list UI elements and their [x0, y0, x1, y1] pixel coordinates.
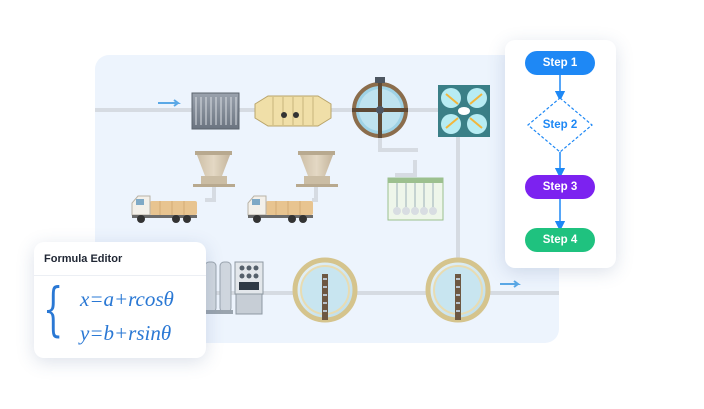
step-1-node[interactable] — [525, 51, 595, 75]
sludge-truck — [131, 195, 197, 223]
step-4-label: Step 4 — [542, 234, 578, 246]
flow-arrow-icon — [158, 99, 181, 107]
bar-screen — [191, 92, 240, 130]
flow-arrow-icon — [500, 280, 521, 288]
left-brace-icon: { — [43, 275, 64, 343]
sludge-truck — [247, 195, 313, 223]
equation-x[interactable]: x=a+rcosθ — [80, 287, 174, 311]
sludge-hopper — [193, 151, 235, 187]
step-3-node[interactable] — [525, 175, 595, 199]
formula-editor-title: Formula Editor — [44, 253, 123, 265]
grit-chamber — [254, 95, 332, 127]
aeration-basin — [438, 85, 490, 137]
step-3-label: Step 3 — [542, 181, 578, 193]
flowchart-card: Step 1 Step 2 Step 3 Step 4 — [505, 40, 616, 268]
formula-editor-card: Formula Editor { x=a+rcosθ y=b+rsinθ — [34, 242, 206, 358]
flowchart-canvas — [525, 51, 595, 252]
formula-divider — [34, 275, 206, 276]
step-2-label: Step 2 — [542, 119, 578, 131]
control-panel — [234, 261, 264, 315]
primary-clarifier — [352, 77, 408, 138]
membrane-tank — [387, 177, 444, 221]
sludge-hopper — [296, 151, 338, 187]
secondary-clarifier — [425, 257, 491, 323]
step-4-node[interactable] — [525, 228, 595, 252]
equation-y[interactable]: y=b+rsinθ — [80, 321, 172, 345]
filter-columns — [203, 261, 233, 314]
step-2-node[interactable] — [527, 97, 593, 153]
secondary-clarifier — [292, 257, 358, 323]
step-1-label: Step 1 — [542, 57, 578, 69]
